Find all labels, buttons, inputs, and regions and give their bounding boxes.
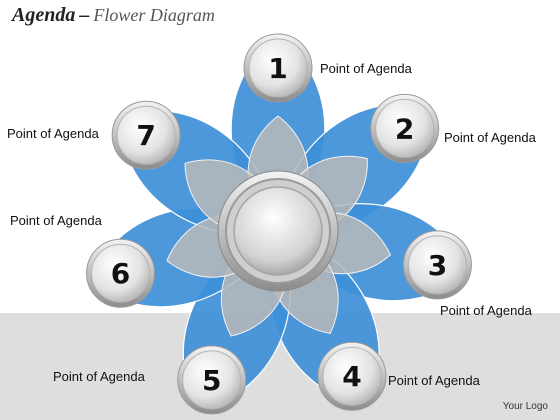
agenda-circle-4: 4 <box>317 341 387 411</box>
agenda-circle-2: 2 <box>370 93 440 163</box>
agenda-number-2: 2 <box>395 112 414 145</box>
agenda-circle-5: 5 <box>177 345 247 415</box>
agenda-label-7: Point of Agenda <box>7 126 99 141</box>
agenda-circle-3: 3 <box>402 230 472 300</box>
title-separator: – <box>79 4 90 26</box>
agenda-number-3: 3 <box>428 249 447 282</box>
agenda-circle-7: 7 <box>111 100 181 170</box>
logo-text: Your Logo <box>502 401 548 412</box>
title-main: Agenda <box>12 4 76 26</box>
center-hub <box>217 170 339 292</box>
agenda-label-5: Point of Agenda <box>53 369 145 384</box>
agenda-circle-1: 1 <box>243 33 313 103</box>
agenda-number-7: 7 <box>136 119 155 152</box>
agenda-label-2: Point of Agenda <box>444 130 536 145</box>
slide-title: Agenda–Flower Diagram <box>12 4 215 27</box>
agenda-number-4: 4 <box>342 360 361 393</box>
agenda-number-5: 5 <box>202 364 221 397</box>
number-circles: 1 2 3 4 5 6 7 <box>86 33 472 415</box>
agenda-label-6: Point of Agenda <box>10 213 102 228</box>
agenda-label-1: Point of Agenda <box>320 61 412 76</box>
title-subtitle: Flower Diagram <box>93 5 215 25</box>
agenda-label-3: Point of Agenda <box>440 303 532 318</box>
agenda-number-6: 6 <box>111 257 130 290</box>
agenda-number-1: 1 <box>268 52 287 85</box>
agenda-label-4: Point of Agenda <box>388 373 480 388</box>
agenda-circle-6: 6 <box>86 238 156 308</box>
